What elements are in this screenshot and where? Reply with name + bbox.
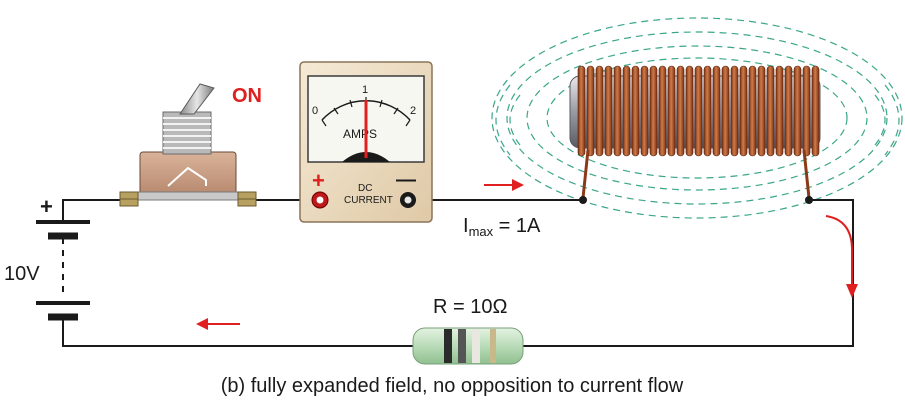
meter-type-label-line2: CURRENT (344, 195, 393, 206)
resistor-band-1 (444, 329, 452, 363)
meter-scale-1: 1 (362, 84, 368, 96)
battery: + 10V (4, 194, 90, 321)
coil-turn (631, 65, 640, 157)
coil-turn (802, 65, 811, 157)
coil-turn (703, 65, 712, 157)
coil-right-junction (805, 196, 813, 204)
coil-turn (811, 65, 820, 157)
coil-turn (721, 65, 730, 157)
meter-scale-0: 0 (312, 105, 318, 117)
current-arrow-down-curve (825, 215, 858, 298)
current-label: Imax = 1A (463, 215, 541, 239)
inductor-coil (569, 65, 821, 204)
coil-turn (748, 65, 757, 157)
coil-turn (712, 65, 721, 157)
magnetic-field-lines (491, 17, 903, 219)
coil-turn (730, 65, 739, 157)
coil-turn (613, 65, 622, 157)
coil-turn (649, 65, 658, 157)
meter-positive-terminal (311, 191, 329, 209)
coil-turn (658, 65, 667, 157)
coil-turn (604, 65, 613, 157)
toggle-switch: ON (119, 83, 262, 207)
coil-turn (586, 65, 595, 157)
coil-turn (793, 65, 802, 157)
switch-right-terminal (237, 191, 257, 207)
coil-left-junction (579, 196, 587, 204)
coil-turn (694, 65, 703, 157)
meter-scale-2: 2 (410, 105, 416, 117)
battery-voltage-label: 10V (4, 263, 40, 285)
coil-turn (622, 65, 631, 157)
switch-on-label: ON (232, 85, 262, 107)
resistor: R = 10Ω (412, 296, 524, 365)
switch-left-terminal (119, 191, 139, 207)
circuit-wires (62, 199, 854, 347)
meter-plus-symbol: + (312, 168, 325, 193)
coil-turn (595, 65, 604, 157)
resistor-label: R = 10Ω (433, 296, 507, 318)
coil-turn (775, 65, 784, 157)
diagram-caption: (b) fully expanded field, no opposition … (221, 375, 684, 397)
resistor-band-2 (458, 329, 466, 363)
meter-type-label-line1: DC (358, 183, 372, 194)
coil-turns (577, 65, 820, 157)
coil-turn (766, 65, 775, 157)
coil-turn (640, 65, 649, 157)
meter-units-label: AMPS (343, 127, 377, 141)
coil-turn (685, 65, 694, 157)
coil-turn (577, 65, 586, 157)
resistor-band-3 (472, 329, 480, 363)
coil-turn (676, 65, 685, 157)
meter-minus-symbol: — (396, 169, 416, 191)
coil-turn (667, 65, 676, 157)
coil-turn (739, 65, 748, 157)
resistor-band-4 (490, 329, 496, 363)
meter-negative-terminal (400, 192, 416, 208)
ammeter: 0 1 2 AMPS + — DC CURRENT (299, 61, 433, 223)
current-arrow-left (196, 318, 240, 330)
coil-turn (757, 65, 766, 157)
battery-plus-symbol: + (40, 194, 53, 219)
current-arrow-right (484, 179, 524, 191)
coil-turn (784, 65, 793, 157)
